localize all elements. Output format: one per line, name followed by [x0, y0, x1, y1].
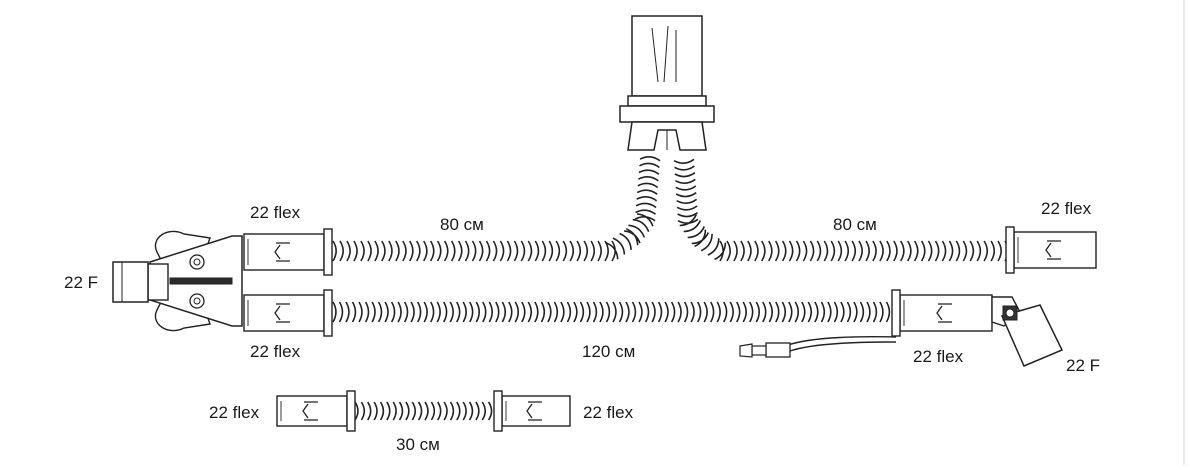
- connector-top-left-flange: [323, 228, 333, 276]
- connector-top-left-body: [243, 233, 325, 271]
- tube-extension: [354, 401, 499, 421]
- wye-adapter: [619, 15, 715, 151]
- tube-extension-ribs: [354, 401, 499, 421]
- left-y-piece: [112, 230, 243, 332]
- left-22f-port: [112, 261, 149, 303]
- wye-top-grooves: [651, 25, 677, 83]
- elbow-port-cap-hole: [1005, 308, 1015, 318]
- luer-connector-end: [739, 343, 753, 358]
- wye-top-port: [631, 15, 703, 97]
- connector-top-left-notch: [274, 242, 290, 262]
- extension-tube-length-label: 30 см: [396, 435, 440, 454]
- connector-parts: [112, 15, 1097, 432]
- connector-extension-right-flange: [493, 390, 503, 432]
- connector-bottom-left-body: [243, 294, 325, 332]
- connector-bottom-right: [891, 289, 993, 337]
- tube-bottom: [332, 301, 897, 323]
- connector-bottom-right-body: [899, 294, 993, 332]
- bottom-left-connector-label: 22 flex: [250, 342, 301, 361]
- tube-top-left: [332, 156, 661, 262]
- connector-top-right-flange: [1005, 226, 1015, 274]
- top-right-connector-label: 22 flex: [1041, 199, 1092, 218]
- tube-bottom-ribs: [332, 301, 897, 323]
- wye-rim: [619, 105, 715, 123]
- tube-top-right: [673, 158, 1009, 262]
- left-y-lower-rivet-inner: [193, 297, 201, 305]
- left-y-divider: [169, 277, 233, 285]
- luer-connector-body: [765, 342, 791, 358]
- connector-top-right-notch: [1045, 240, 1061, 260]
- elbow-adapter: [991, 296, 1064, 367]
- connector-extension-left-flange: [346, 390, 356, 432]
- top-right-tube-length-label: 80 см: [833, 215, 877, 234]
- extension-left-connector-label: 22 flex: [209, 403, 260, 422]
- connector-extension-left: [276, 390, 356, 432]
- sampling-line-upper: [787, 335, 897, 346]
- connector-top-right-body: [1013, 231, 1097, 269]
- connector-bottom-left: [243, 289, 333, 337]
- connector-extension-left-notch: [302, 401, 318, 421]
- wye-body: [627, 121, 707, 151]
- connector-extension-right-notch: [526, 401, 542, 421]
- connector-extension-left-body: [276, 395, 348, 427]
- sampling-line-lower: [789, 341, 897, 352]
- elbow-port-label: 22 F: [1066, 356, 1101, 375]
- connector-extension-right: [493, 390, 571, 432]
- corrugated-tubes: [332, 156, 1009, 421]
- tube-top-right-ribs: [673, 158, 1009, 262]
- connector-extension-right-body: [501, 395, 571, 427]
- extension-right-connector-label: 22 flex: [583, 403, 634, 422]
- left-y-neck: [147, 263, 169, 301]
- connector-top-left: [243, 228, 333, 276]
- left-y-upper-rivet-inner: [193, 258, 201, 266]
- luer-connector-tip: [751, 345, 767, 356]
- top-left-connector-label: 22 flex: [250, 203, 301, 222]
- connector-bottom-left-flange: [323, 289, 333, 337]
- bottom-right-connector-label: 22 flex: [913, 347, 964, 366]
- wye-collar: [627, 95, 707, 107]
- connector-bottom-right-flange: [891, 289, 901, 337]
- bottom-tube-length-label: 120 см: [582, 342, 636, 361]
- sampling-line: [739, 335, 897, 358]
- connector-top-right: [1005, 226, 1097, 274]
- tube-top-left-ribs: [332, 156, 661, 262]
- top-left-tube-length-label: 80 см: [440, 215, 484, 234]
- wye-port-label: 22 F: [64, 273, 99, 292]
- right-edge-divider: [1183, 0, 1185, 465]
- connector-bottom-right-notch: [936, 303, 952, 323]
- connector-bottom-left-notch: [274, 303, 290, 323]
